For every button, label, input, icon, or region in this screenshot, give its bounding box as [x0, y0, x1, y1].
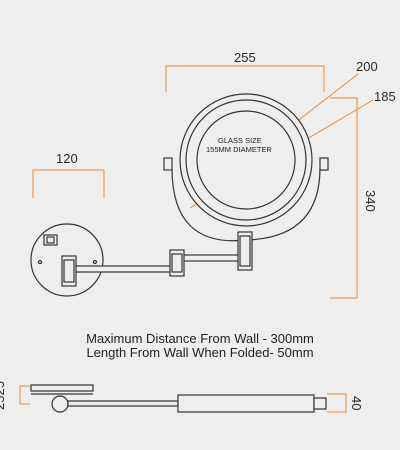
glass-size-label: GLASS SIZE [218, 136, 262, 145]
diagonal-inner-label: 185 [374, 89, 396, 104]
wall-plate-switch [43, 234, 58, 246]
side-view [30, 384, 327, 413]
side-pivot [51, 395, 69, 413]
arm-joint-middle-inner [171, 253, 183, 273]
plate-width-label: 120 [56, 151, 78, 166]
wall-plate-switch-inner [46, 236, 55, 244]
arm-upper [179, 254, 245, 262]
overall-width-label: 255 [234, 50, 256, 65]
side-mirror-body [177, 394, 315, 413]
plate-depth-label: 2525 [0, 381, 7, 410]
plate-width-dimension-line [32, 169, 105, 198]
max-distance-caption: Maximum Distance From Wall - 300mm [86, 331, 314, 346]
glass-diameter-label: 155MM DIAMETER [206, 145, 272, 154]
plate-depth-dimension-line [19, 385, 30, 405]
mirror-pivot-right [319, 157, 329, 171]
mirror-glass [196, 110, 296, 210]
folded-length-caption: Length From Wall When Folded- 50mm [86, 345, 314, 360]
height-dimension-line [330, 97, 358, 299]
diagonal-outer-label: 200 [356, 59, 378, 74]
mirror-frame-middle [185, 99, 307, 221]
mirror-front-view [163, 93, 329, 242]
side-mirror-cap [313, 397, 327, 410]
arm-joint-mirror [237, 231, 253, 271]
arm-lower [73, 265, 181, 273]
side-arm [67, 400, 179, 407]
wall-plate-screw-left [37, 259, 43, 265]
mirror-frame-outer [179, 93, 313, 227]
width-dimension-line [165, 65, 325, 92]
side-wall-plate [30, 384, 94, 392]
arm-joint-mirror-inner [239, 235, 251, 267]
wall-arm-front-view [30, 223, 253, 297]
wall-plate-screw-right [92, 259, 98, 265]
arm-joint-middle [169, 249, 185, 277]
arm-joint-wall-inner [63, 259, 75, 283]
mirror-pivot-left [163, 157, 173, 171]
arm-depth-dimension-line [327, 393, 347, 413]
arm-joint-wall [61, 255, 77, 287]
overall-height-label: 340 [363, 190, 378, 212]
arm-depth-label: 40 [349, 396, 364, 410]
